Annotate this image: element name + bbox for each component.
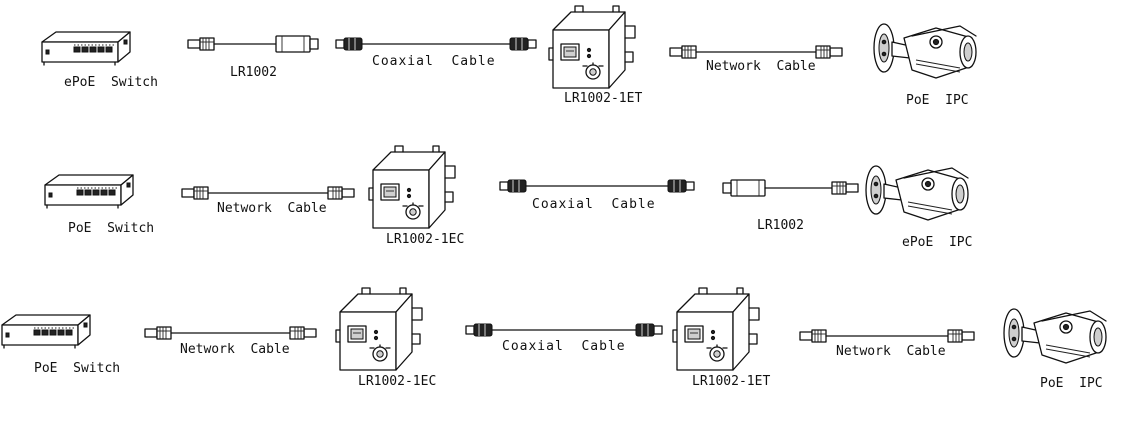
device1-label: LR1002-1EC <box>358 374 436 389</box>
lr1002-1ec-extender-icon <box>336 288 422 370</box>
cable2-label: Coaxial Cable <box>372 54 496 69</box>
device-label: LR1002-1EC <box>386 232 464 247</box>
switch-label: PoE Switch <box>68 221 154 236</box>
coaxial-cable <box>336 38 536 50</box>
row-1: ePoE Switch LR1002 Coaxial Cable LR1002-… <box>42 6 976 108</box>
network-cable <box>670 46 842 58</box>
camera-label: PoE IPC <box>906 93 969 108</box>
lr1002-1ec-extender-icon <box>369 146 455 228</box>
network-cable <box>800 330 974 342</box>
row-3: PoE Switch Network Cable LR1002-1EC Coax… <box>2 288 1106 391</box>
lr1002-adapter-cable <box>723 180 858 196</box>
device-label: LR1002-1ET <box>564 91 642 106</box>
network-cable <box>145 327 316 339</box>
poe-ipc-camera-icon <box>874 24 976 78</box>
epoe-switch-icon <box>42 32 130 65</box>
poe-switch-icon <box>45 175 133 208</box>
network-cable <box>182 187 354 199</box>
coaxial-cable <box>466 324 662 336</box>
poe-switch-icon <box>2 315 90 348</box>
camera-label: PoE IPC <box>1040 376 1103 391</box>
epoe-ipc-camera-icon <box>866 166 968 220</box>
switch-label: PoE Switch <box>34 361 120 376</box>
coaxial-cable <box>500 180 694 192</box>
cable1-label: Network Cable <box>180 342 290 357</box>
lr1002-adapter-cable <box>188 36 318 52</box>
lr1002-1et-extender-icon <box>549 6 635 88</box>
lr1002-1et-extender-icon <box>673 288 759 370</box>
row-2: PoE Switch Network Cable LR1002-1EC Coax… <box>45 146 972 250</box>
cable2-label: Coaxial Cable <box>502 339 626 354</box>
device2-label: LR1002-1ET <box>692 374 770 389</box>
cable3-label: LR1002 <box>757 218 804 233</box>
cable3-label: Network Cable <box>836 344 946 359</box>
camera-label: ePoE IPC <box>902 235 972 250</box>
switch-label: ePoE Switch <box>64 75 158 90</box>
cable1-label: Network Cable <box>217 201 327 216</box>
cable3-label: Network Cable <box>706 59 816 74</box>
cable1-label: LR1002 <box>230 65 277 80</box>
cable2-label: Coaxial Cable <box>532 197 656 212</box>
poe-ipc-camera-icon <box>1004 309 1106 363</box>
